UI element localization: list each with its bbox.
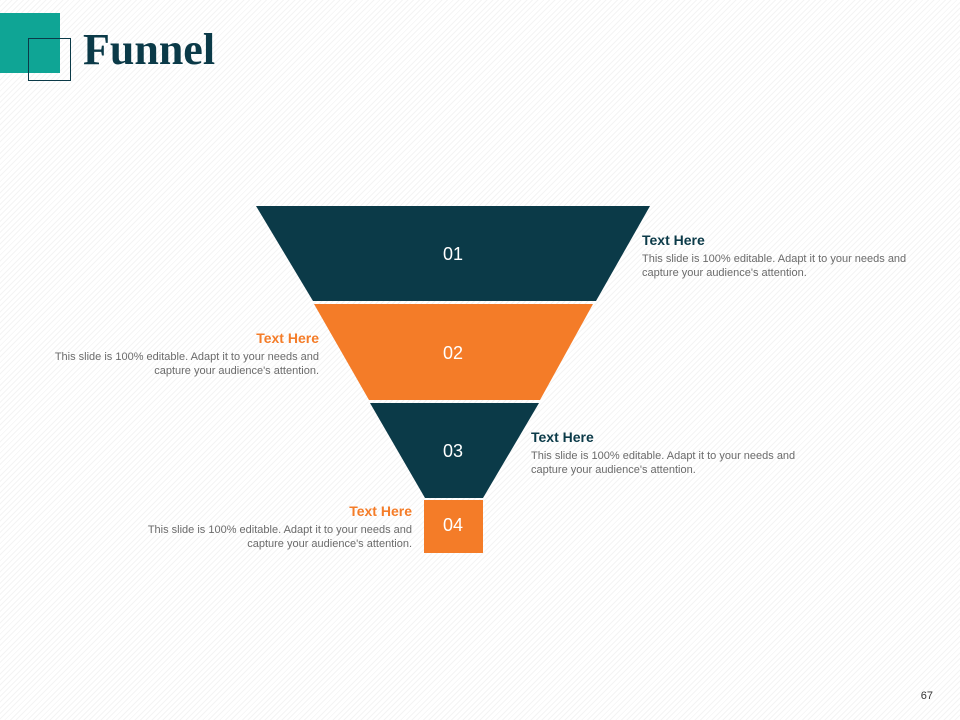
decorative-teal-square — [0, 13, 60, 73]
funnel-label-heading: Text Here — [256, 330, 319, 346]
funnel-number-1: 01 — [443, 244, 463, 264]
funnel-label-heading: Text Here — [349, 503, 412, 519]
funnel-label-text: This slide is 100% editable. Adapt it to… — [642, 253, 907, 279]
funnel-label-text: This slide is 100% editable. Adapt it to… — [54, 351, 319, 377]
funnel-label-2: Text Here This slide is 100% editable. A… — [29, 329, 319, 378]
slide-title: Funnel — [83, 25, 216, 74]
funnel-segment-2 — [314, 304, 593, 400]
funnel-label-1: Text Here This slide is 100% editable. A… — [642, 231, 932, 280]
decorative-outline-square — [28, 38, 71, 81]
funnel-number-2: 02 — [443, 343, 463, 363]
funnel-segment-3 — [370, 403, 539, 498]
funnel-label-text: This slide is 100% editable. Adapt it to… — [531, 450, 796, 476]
page-number: 67 — [920, 690, 933, 702]
funnel-label-heading: Text Here — [531, 429, 594, 445]
funnel-label-heading: Text Here — [642, 232, 705, 248]
funnel-label-3: Text Here This slide is 100% editable. A… — [531, 428, 821, 477]
funnel-label-text: This slide is 100% editable. Adapt it to… — [147, 524, 412, 550]
funnel-number-3: 03 — [443, 441, 463, 461]
funnel-segment-1 — [256, 206, 650, 301]
funnel-number-4: 04 — [443, 515, 463, 535]
funnel-label-4: Text Here This slide is 100% editable. A… — [122, 502, 412, 551]
funnel-segment-4 — [424, 500, 483, 553]
